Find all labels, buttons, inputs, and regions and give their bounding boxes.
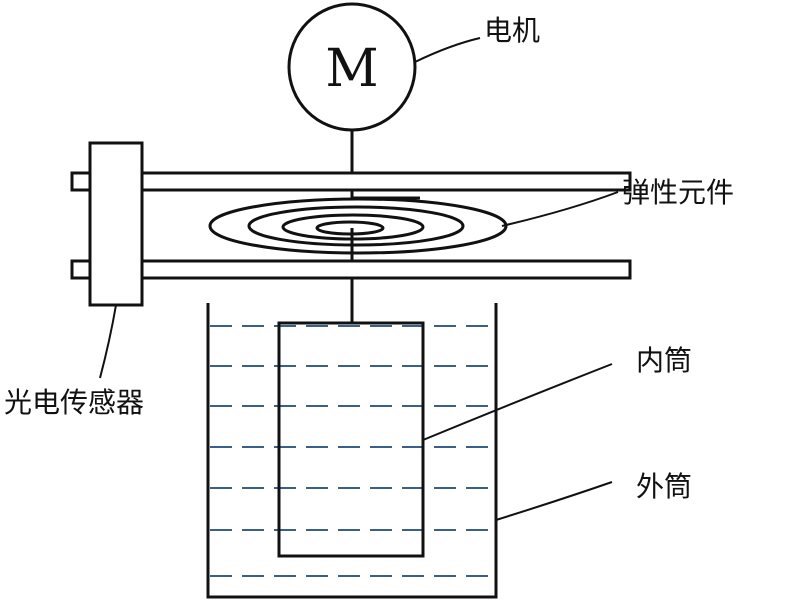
motor-label: 电机 (484, 14, 540, 47)
elastic-element-leader (501, 191, 619, 227)
lower-plate (70, 259, 632, 280)
elastic-element (208, 197, 508, 255)
inner-cylinder (277, 321, 425, 558)
photo-sensor-label: 光电传感器 (4, 386, 144, 419)
inner-cylinder-label: 内筒 (636, 344, 692, 377)
motor-leader (414, 37, 481, 63)
liquid-lines (210, 325, 494, 577)
outer-cylinder (206, 303, 498, 599)
spring-coil-4 (315, 220, 385, 236)
outer-cylinder-leader (495, 481, 613, 521)
upper-plate (70, 171, 632, 192)
inner-cylinder-leader (422, 363, 613, 441)
photo-sensor (88, 141, 144, 307)
outer-cylinder-label: 外筒 (636, 470, 692, 503)
motor: M (287, 2, 417, 132)
motor-symbol: M (325, 39, 378, 99)
spring-coil-2 (247, 205, 465, 247)
photo-sensor-leader (99, 304, 117, 379)
elastic-element-label: 弹性元件 (622, 176, 734, 209)
